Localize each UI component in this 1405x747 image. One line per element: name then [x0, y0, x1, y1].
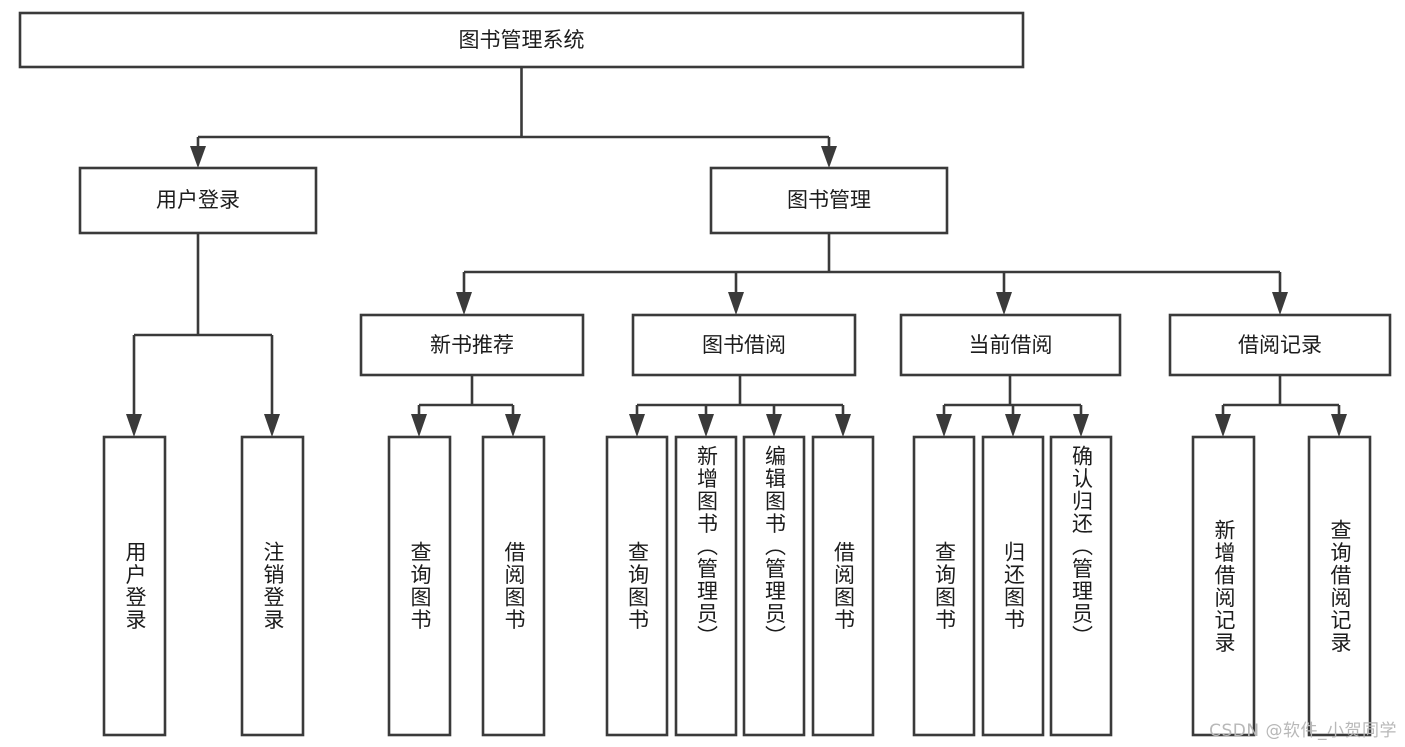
- node-leaf-bb-edit-book[interactable]: [742, 435, 806, 737]
- node-leaf-bb-query-book[interactable]: [605, 435, 669, 737]
- node-leaf-cb-confirm-return[interactable]: [1049, 435, 1113, 737]
- node-root-label: 图书管理系统: [459, 28, 585, 52]
- node-leaf-br-add-record[interactable]: [1191, 435, 1256, 737]
- arrowhead-leaf-user-login: [126, 414, 142, 437]
- arrowhead-bb-add-book: [698, 414, 714, 437]
- node-leaf-logout[interactable]: [240, 435, 305, 737]
- node-current-borrow-label: 当前借阅: [969, 333, 1053, 357]
- connector-group: [126, 67, 1347, 437]
- node-user-login[interactable]: [78, 166, 318, 235]
- arrowhead-br-query-record: [1331, 414, 1347, 437]
- node-leaf-bb-add-book[interactable]: [674, 435, 738, 737]
- node-borrow-record[interactable]: [1168, 313, 1392, 377]
- node-new-book-recommend-label: 新书推荐: [430, 333, 514, 357]
- arrowhead-user-login: [190, 146, 206, 168]
- arrowhead-cb-return-book: [1005, 414, 1021, 437]
- node-box-group: 图书管理系统 用户登录 图书管理 新书推荐 图书借阅 当前借阅 借阅记录: [18, 11, 1392, 737]
- node-leaf-nb-query-book[interactable]: [387, 435, 452, 737]
- csdn-watermark: CSDN @软件_小贺同学: [1209, 721, 1397, 741]
- node-new-book-recommend[interactable]: [359, 313, 585, 377]
- arrowhead-current-borrow: [996, 292, 1012, 315]
- node-leaf-user-login[interactable]: [102, 435, 167, 737]
- arrowhead-bb-borrow-book: [835, 414, 851, 437]
- arrowhead-book-borrow: [728, 292, 744, 315]
- node-leaf-cb-query-book[interactable]: [912, 435, 976, 737]
- node-book-borrow-label: 图书借阅: [702, 333, 786, 357]
- arrowhead-nb-query-book: [411, 414, 427, 437]
- node-leaf-nb-borrow-book[interactable]: [481, 435, 546, 737]
- node-user-login-label: 用户登录: [156, 188, 240, 212]
- node-book-management-label: 图书管理: [787, 188, 871, 212]
- node-borrow-record-label: 借阅记录: [1238, 333, 1322, 357]
- arrowhead-nb-borrow-book: [505, 414, 521, 437]
- arrowhead-borrow-record: [1272, 292, 1288, 315]
- node-root-book-management-system[interactable]: [18, 11, 1025, 69]
- arrowhead-cb-query-book: [936, 414, 952, 437]
- node-leaf-bb-borrow-book[interactable]: [811, 435, 875, 737]
- arrowhead-bb-query-book: [629, 414, 645, 437]
- node-current-borrow[interactable]: [899, 313, 1122, 377]
- arrowhead-new-book-recommend: [456, 292, 472, 315]
- node-leaf-cb-return-book[interactable]: [981, 435, 1045, 737]
- arrowhead-cb-confirm-return: [1073, 414, 1089, 437]
- arrowhead-book-manage: [821, 146, 837, 168]
- arrowhead-br-add-record: [1215, 414, 1231, 437]
- node-leaf-br-query-record[interactable]: [1307, 435, 1372, 737]
- arrowhead-bb-edit-book: [766, 414, 782, 437]
- node-book-management[interactable]: [709, 166, 949, 235]
- arrowhead-leaf-logout: [264, 414, 280, 437]
- node-book-borrow[interactable]: [631, 313, 857, 377]
